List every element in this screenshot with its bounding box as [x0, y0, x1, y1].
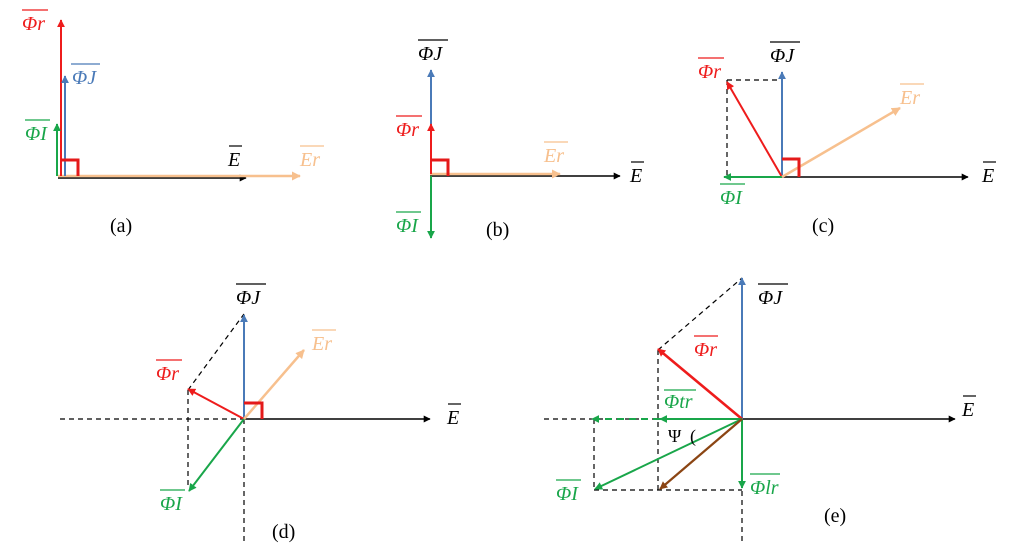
a-e-r-label: Er	[299, 149, 320, 171]
c-phi-j-label: ΦJ	[770, 45, 795, 67]
d-phi-r-label: Φr	[156, 363, 179, 385]
a-phi-j-label: ΦJ	[72, 67, 97, 89]
d-e-r-vector	[243, 349, 305, 420]
e-psi-label: Ψ	[668, 426, 682, 446]
d-e-label: E	[446, 407, 459, 429]
d-phi-r-vector	[187, 388, 245, 420]
b-e-r-label: Er	[543, 145, 564, 167]
c-phi-r-vector	[726, 81, 783, 178]
e-dashed-diag	[657, 277, 743, 351]
e-phi-r-label: Φr	[694, 339, 717, 361]
diagram-c: ΦJ Φr ΦI Er E (c)	[698, 41, 996, 237]
e-phi-j-label: ΦJ	[758, 287, 783, 309]
e-brown-vector	[659, 418, 743, 490]
caption-c: (c)	[812, 215, 834, 237]
b-phi-i-label: ΦI	[396, 215, 419, 237]
e-phi-i-label: ΦI	[556, 483, 579, 505]
caption-a: (a)	[110, 215, 132, 237]
e-psi-arc: (	[690, 426, 696, 447]
e-phi-i-vector	[594, 418, 743, 490]
diagram-d: ΦJ Φr ΦI Er E (d)	[60, 283, 461, 545]
d-e-r-label: Er	[311, 333, 332, 355]
caption-d: (d)	[272, 521, 295, 543]
e-phi-r-vector	[657, 348, 743, 420]
c-e-label: E	[981, 165, 994, 187]
b-phi-j-label: ΦJ	[418, 43, 443, 65]
diagram-e: ΦJ Φr Φtr Ψ ( Φlr ΦI E (e)	[544, 277, 976, 545]
b-e-label: E	[629, 165, 642, 187]
caption-e: (e)	[824, 505, 846, 527]
a-phi-i-label: ΦI	[25, 123, 48, 145]
diagram-a: Φr ΦJ ΦI E Er (a)	[22, 9, 324, 237]
d-phi-i-vector	[188, 418, 245, 492]
d-phi-j-label: ΦJ	[236, 287, 261, 309]
c-phi-r-label: Φr	[698, 61, 721, 83]
b-phi-r-label: Φr	[396, 119, 419, 141]
c-e-r-label: Er	[899, 87, 920, 109]
d-dashed-diag	[187, 313, 245, 391]
c-right-angle-marker	[782, 157, 801, 177]
b-right-angle-marker	[431, 158, 450, 176]
caption-b: (b)	[486, 219, 509, 241]
diagram-b: ΦJ Φr ΦI Er E (b)	[396, 39, 644, 241]
e-e-label: E	[961, 399, 974, 421]
a-phi-r-label: Φr	[22, 13, 45, 35]
c-e-r-vector	[781, 106, 901, 179]
d-phi-i-label: ΦI	[160, 493, 183, 515]
a-e-label: E	[227, 149, 240, 171]
e-phi-tr-label: Φtr	[664, 391, 693, 413]
a-right-angle-marker	[61, 158, 80, 176]
d-right-angle-marker	[244, 401, 264, 419]
c-phi-i-label: ΦI	[720, 187, 743, 209]
e-phi-lr-label: Φlr	[750, 477, 779, 499]
